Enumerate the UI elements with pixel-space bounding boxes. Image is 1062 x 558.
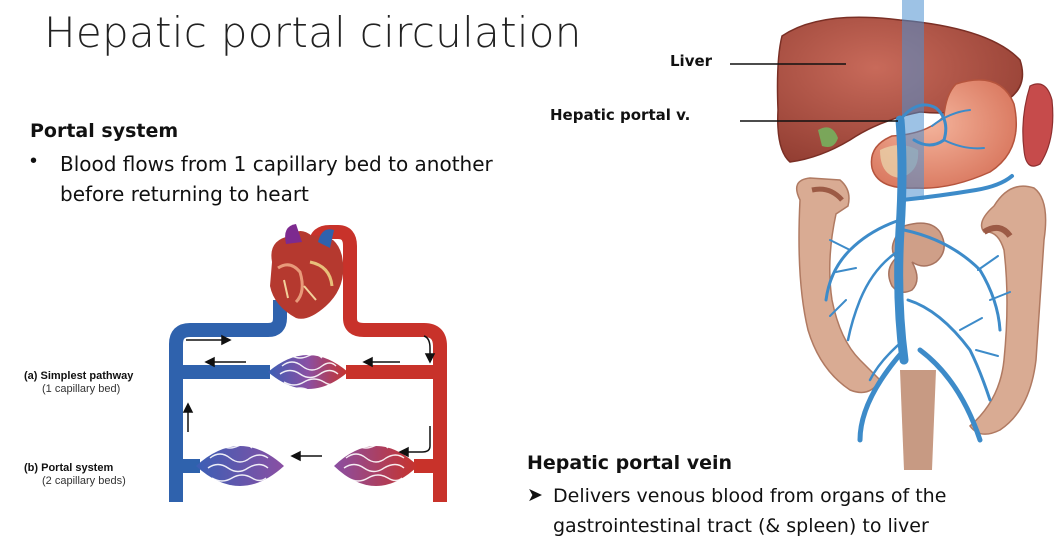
vena-cava [902, 0, 924, 200]
portal-vessels [824, 103, 1014, 443]
liver-label: Liver [670, 52, 713, 70]
portal-system-label: (b) Portal system (2 capillary beds) [24, 462, 126, 488]
flow-arrows [182, 334, 436, 462]
bullet-icon: • [30, 150, 38, 172]
heart-illustration [270, 224, 344, 319]
portal-system-title: (b) Portal system [24, 462, 114, 474]
simplest-pathway-label: (a) Simplest pathway (1 capillary bed) [24, 370, 133, 396]
capillary-bed-a [268, 353, 348, 393]
hepatic-portal-vein-heading: Hepatic portal vein [527, 452, 733, 474]
capillary-bed-b1 [196, 443, 284, 491]
gallbladder [818, 127, 838, 147]
hepatic-portal-vein-bullet: Delivers venous blood from organs of the… [553, 485, 947, 537]
portal-system-heading: Portal system [30, 120, 179, 142]
rectum [900, 370, 936, 470]
capillary-bed-b2 [334, 443, 418, 491]
simplest-pathway-sub: (1 capillary bed) [42, 383, 121, 395]
page-title: Hepatic portal circulation [44, 8, 582, 57]
hepatic-portal-label: Hepatic portal v. [550, 106, 691, 124]
portal-system-sub: (2 capillary beds) [42, 475, 126, 487]
portal-system-bullet: Blood flows from 1 capillary bed to anot… [60, 152, 493, 206]
spleen [1022, 83, 1054, 167]
large-intestine [795, 177, 1047, 435]
arrow-bullet-icon: ➤ [527, 485, 543, 506]
simplest-pathway-title: (a) Simplest pathway [24, 370, 134, 382]
